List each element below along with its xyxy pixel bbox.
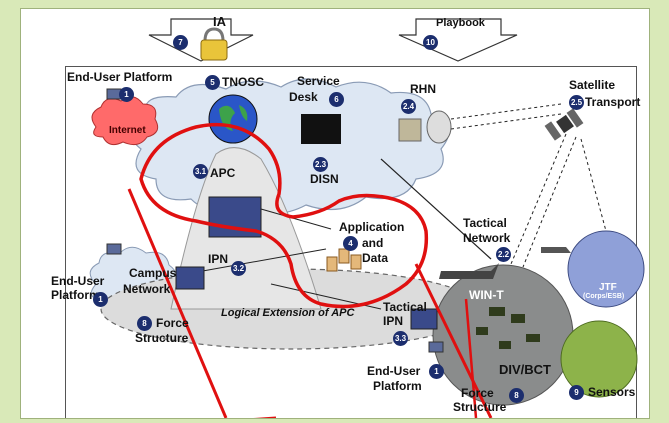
end-user-platform-left-label-1: End-User bbox=[51, 274, 105, 288]
laptop-icon-left bbox=[106, 243, 122, 255]
sensors-label: Sensors bbox=[588, 385, 636, 399]
application-label-3: Data bbox=[362, 251, 389, 265]
logical-extension-label: Logical Extension of APC bbox=[221, 307, 355, 319]
badge-apc: 3.1 bbox=[193, 164, 208, 179]
campus-label-2: Network bbox=[123, 282, 171, 296]
tactical-ipn-label-2: IPN bbox=[383, 314, 404, 328]
jtf-label: JTF bbox=[599, 282, 617, 293]
link-satellite-jtf bbox=[580, 138, 607, 232]
ipn-label: IPN bbox=[208, 252, 229, 266]
internet-label: Internet bbox=[109, 125, 146, 136]
force-structure-bottom-label-1: Force bbox=[461, 386, 494, 400]
tnosc-label: TNOSC bbox=[222, 75, 264, 89]
tactical-ipn-screen bbox=[410, 308, 438, 330]
ia-label: IA bbox=[213, 14, 226, 29]
end-user-platform-bottom-label-2: Platform bbox=[373, 379, 422, 393]
badge-force-structure-bottom: 8 bbox=[509, 388, 524, 403]
red-annotation-line-4 bbox=[464, 298, 478, 418]
jtf-sub-label: (Corps/ESB) bbox=[583, 293, 625, 300]
vehicle-icons bbox=[476, 307, 540, 349]
helicopter-icon bbox=[541, 247, 571, 253]
internet-cloud bbox=[91, 96, 159, 146]
playbook-label: Playbook bbox=[436, 17, 485, 29]
badge-end-user-bottom: 1 bbox=[429, 364, 444, 379]
force-structure-left-label-2: Structure bbox=[135, 331, 189, 345]
end-user-platform-top-label: End-User Platform bbox=[67, 70, 173, 84]
ipn-screen bbox=[175, 266, 205, 290]
tactical-ipn-label-1: Tactical bbox=[383, 300, 427, 314]
link-rhn-satellite bbox=[450, 103, 562, 120]
rhn-building bbox=[398, 118, 422, 142]
service-desk-label-2: Desk bbox=[289, 90, 318, 104]
badge-rhn: 2.4 bbox=[401, 99, 416, 114]
diagram-graphics bbox=[89, 18, 645, 418]
application-label-2: and bbox=[362, 236, 384, 250]
service-desk-screen bbox=[301, 114, 341, 144]
sensors-circle bbox=[560, 320, 638, 398]
force-structure-left-label-1: Force bbox=[156, 316, 189, 330]
link-rhn-satellite-2 bbox=[450, 113, 562, 130]
campus-label-1: Campus bbox=[129, 266, 177, 280]
tactical-network-label-2: Network bbox=[463, 231, 511, 245]
force-structure-bottom-label-2: Structure bbox=[453, 400, 507, 414]
tactical-network-label-1: Tactical bbox=[463, 216, 507, 230]
link-app-apc bbox=[260, 208, 332, 230]
apc-label: APC bbox=[210, 166, 236, 180]
globe-icon bbox=[208, 94, 258, 144]
playbook-arrow bbox=[398, 18, 518, 62]
badge-end-user-top: 1 bbox=[119, 87, 134, 102]
badge-ia: 7 bbox=[173, 35, 188, 50]
satellite-label-2: Transport bbox=[585, 95, 641, 109]
ship-icon bbox=[439, 263, 499, 279]
link-satellite-div bbox=[510, 133, 567, 265]
badge-service-desk: 6 bbox=[329, 92, 344, 107]
red-annotation-loop bbox=[139, 122, 429, 309]
red-annotation-line-3 bbox=[414, 263, 493, 418]
disn-label: DISN bbox=[310, 172, 339, 186]
end-user-platform-bottom-label-1: End-User bbox=[367, 364, 421, 378]
badge-end-user-left: 1 bbox=[93, 292, 108, 307]
link-app-ipn bbox=[185, 248, 327, 275]
application-label-1: Application bbox=[339, 220, 405, 234]
badge-tnosc: 5 bbox=[205, 75, 220, 90]
rhn-label: RHN bbox=[410, 82, 436, 96]
database-icon bbox=[326, 248, 362, 272]
jtf-circle bbox=[567, 230, 645, 308]
rhn-dish-icon bbox=[426, 110, 452, 144]
badge-tactical-ipn: 3.3 bbox=[393, 331, 408, 346]
badge-tactical-network: 2.2 bbox=[496, 247, 511, 262]
red-annotation-line-1 bbox=[127, 188, 228, 418]
badge-disn: 2.3 bbox=[313, 157, 328, 172]
badge-sensors: 9 bbox=[569, 385, 584, 400]
badge-satellite: 2.5 bbox=[569, 95, 584, 110]
satellite-label-1: Satellite bbox=[569, 78, 616, 92]
div-bct-label: DIV/BCT bbox=[499, 362, 551, 377]
link-satellite-div-2 bbox=[522, 136, 577, 268]
badge-ipn: 3.2 bbox=[231, 261, 246, 276]
laptop-icon-bottom bbox=[428, 341, 444, 353]
end-user-platform-left-label-2: Platform bbox=[51, 288, 100, 302]
badge-force-structure-left: 8 bbox=[137, 316, 152, 331]
lock-icon bbox=[200, 27, 228, 61]
diagram-frame: IA 7 Playbook 10 End-User Platform 1 Int… bbox=[20, 8, 650, 419]
link-disn-tactical bbox=[380, 158, 492, 260]
win-t-label: WIN-T bbox=[469, 288, 504, 302]
satellite-icon bbox=[544, 108, 584, 141]
badge-application: 4 bbox=[343, 236, 358, 251]
service-desk-label-1: Service bbox=[297, 74, 340, 88]
div-bct-circle bbox=[432, 264, 574, 406]
badge-playbook: 10 bbox=[423, 35, 438, 50]
